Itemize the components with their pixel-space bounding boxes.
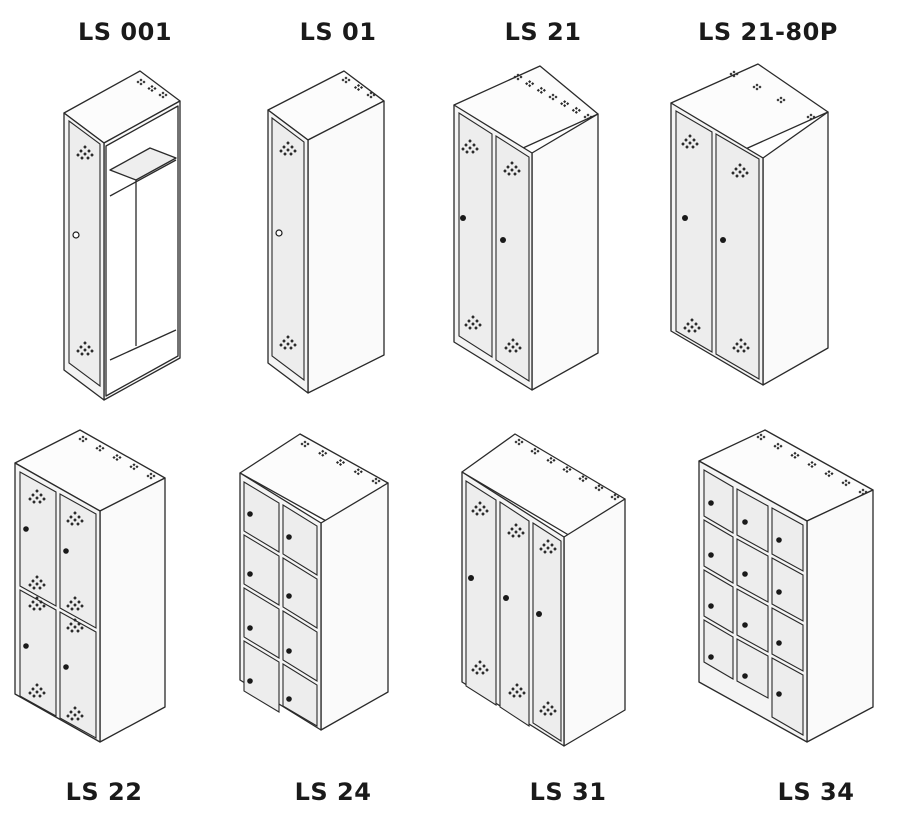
locker-ls-22 xyxy=(14,429,166,743)
door xyxy=(243,481,280,553)
door xyxy=(771,607,804,672)
locker-ls-01 xyxy=(267,70,385,394)
door xyxy=(59,611,97,739)
locker-label-ls-001: LS 001 xyxy=(77,18,173,46)
locker-ls-34 xyxy=(698,429,874,743)
door xyxy=(736,588,769,653)
locker-ls-31 xyxy=(461,433,626,747)
door xyxy=(736,538,769,603)
door xyxy=(736,488,769,553)
door xyxy=(499,500,530,728)
locker-label-ls-01: LS 01 xyxy=(299,18,377,46)
door xyxy=(282,557,318,629)
locker-ls-001 xyxy=(63,70,181,401)
door xyxy=(532,521,562,743)
locker-ls-21 xyxy=(453,65,599,391)
locker-label-ls-21: LS 21 xyxy=(504,18,582,46)
door xyxy=(703,519,734,584)
door xyxy=(495,134,530,383)
door xyxy=(771,557,804,622)
door xyxy=(282,504,318,576)
door xyxy=(771,657,804,736)
locker-ls-24 xyxy=(239,433,389,731)
door xyxy=(19,589,57,717)
door xyxy=(271,116,305,382)
door xyxy=(715,133,760,380)
door xyxy=(736,638,769,699)
locker-label-ls-21-80p: LS 21-80P xyxy=(698,18,838,46)
door xyxy=(703,469,734,534)
door xyxy=(703,619,734,680)
locker-label-ls-22: LS 22 xyxy=(65,778,143,806)
door xyxy=(243,534,280,606)
door xyxy=(19,471,57,607)
door xyxy=(458,111,493,359)
door xyxy=(282,610,318,682)
locker-label-ls-34: LS 34 xyxy=(777,778,855,806)
door xyxy=(703,569,734,634)
door xyxy=(243,587,280,659)
door xyxy=(68,119,101,388)
door xyxy=(243,640,280,713)
door xyxy=(771,507,804,572)
door xyxy=(59,493,97,629)
door xyxy=(675,110,713,353)
locker-ls-21-80p xyxy=(670,63,829,386)
door xyxy=(282,663,318,727)
locker-label-ls-31: LS 31 xyxy=(529,778,607,806)
ventilation-holes xyxy=(28,70,868,721)
locker-label-ls-24: LS 24 xyxy=(294,778,372,806)
door xyxy=(465,480,497,706)
